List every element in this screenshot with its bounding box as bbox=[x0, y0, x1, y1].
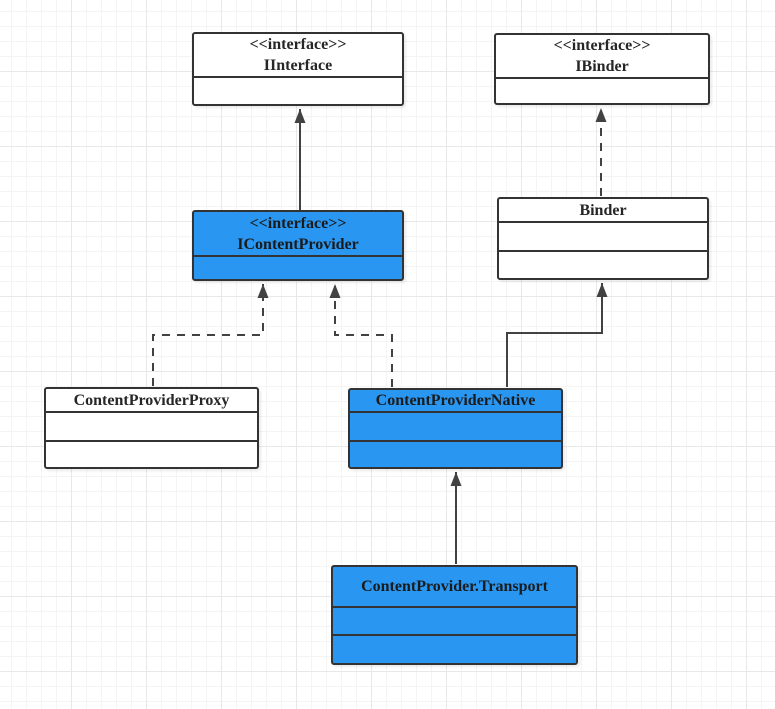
node-contentproviderproxy-compartment-1[interactable] bbox=[46, 411, 257, 440]
node-iinterface-compartment[interactable] bbox=[194, 76, 402, 104]
node-binder-name: Binder bbox=[579, 201, 627, 219]
node-contentproviderproxy-name: ContentProviderProxy bbox=[73, 391, 230, 409]
node-icontentprovider-name: IContentProvider bbox=[237, 235, 359, 253]
edge-contentprovidernative-to-icontentprovider[interactable] bbox=[329, 284, 393, 387]
node-binder-compartment-2[interactable] bbox=[499, 250, 707, 278]
node-binder-header: Binder bbox=[499, 199, 707, 221]
edge-contentprovidernative-to-binder[interactable] bbox=[506, 283, 608, 387]
node-contentproviderproxy[interactable]: ContentProviderProxy bbox=[44, 387, 259, 469]
node-contentprovidernative-compartment-2[interactable] bbox=[350, 440, 561, 467]
edge-contentproviderproxy-to-icontentprovider[interactable] bbox=[152, 284, 269, 386]
node-icontentprovider-stereotype: <<interface>> bbox=[249, 214, 347, 232]
node-contentprovidertransport-compartment-2[interactable] bbox=[333, 634, 576, 663]
node-ibinder-compartment[interactable] bbox=[496, 77, 708, 103]
node-iinterface-header: <<interface>> IInterface bbox=[194, 34, 402, 76]
node-iinterface-name: IInterface bbox=[263, 57, 333, 74]
node-contentprovidernative-name: ContentProviderNative bbox=[375, 392, 536, 409]
node-icontentprovider-compartment[interactable] bbox=[194, 255, 402, 279]
node-contentprovidertransport-name: ContentProvider.Transport bbox=[361, 578, 548, 595]
node-ibinder[interactable]: <<interface>> IBinder bbox=[494, 33, 710, 105]
node-icontentprovider[interactable]: <<interface>> IContentProvider bbox=[192, 210, 404, 281]
node-ibinder-name: IBinder bbox=[575, 58, 629, 75]
node-contentproviderproxy-header: ContentProviderProxy bbox=[46, 389, 257, 411]
node-contentprovidernative-header: ContentProviderNative bbox=[350, 390, 561, 411]
node-contentprovidernative-compartment-1[interactable] bbox=[350, 411, 561, 440]
node-binder-compartment-1[interactable] bbox=[499, 221, 707, 250]
node-ibinder-header: <<interface>> IBinder bbox=[496, 35, 708, 77]
node-contentprovidertransport-compartment-1[interactable] bbox=[333, 606, 576, 634]
node-ibinder-stereotype: <<interface>> bbox=[553, 37, 651, 54]
node-iinterface[interactable]: <<interface>> IInterface bbox=[192, 32, 404, 106]
node-icontentprovider-header: <<interface>> IContentProvider bbox=[194, 212, 402, 255]
node-contentproviderproxy-compartment-2[interactable] bbox=[46, 440, 257, 467]
node-contentprovidernative[interactable]: ContentProviderNative bbox=[348, 388, 563, 469]
node-contentprovidertransport-header: ContentProvider.Transport bbox=[333, 567, 576, 606]
node-contentprovidertransport[interactable]: ContentProvider.Transport bbox=[331, 565, 578, 665]
node-iinterface-stereotype: <<interface>> bbox=[249, 36, 347, 53]
node-binder[interactable]: Binder bbox=[497, 197, 709, 280]
